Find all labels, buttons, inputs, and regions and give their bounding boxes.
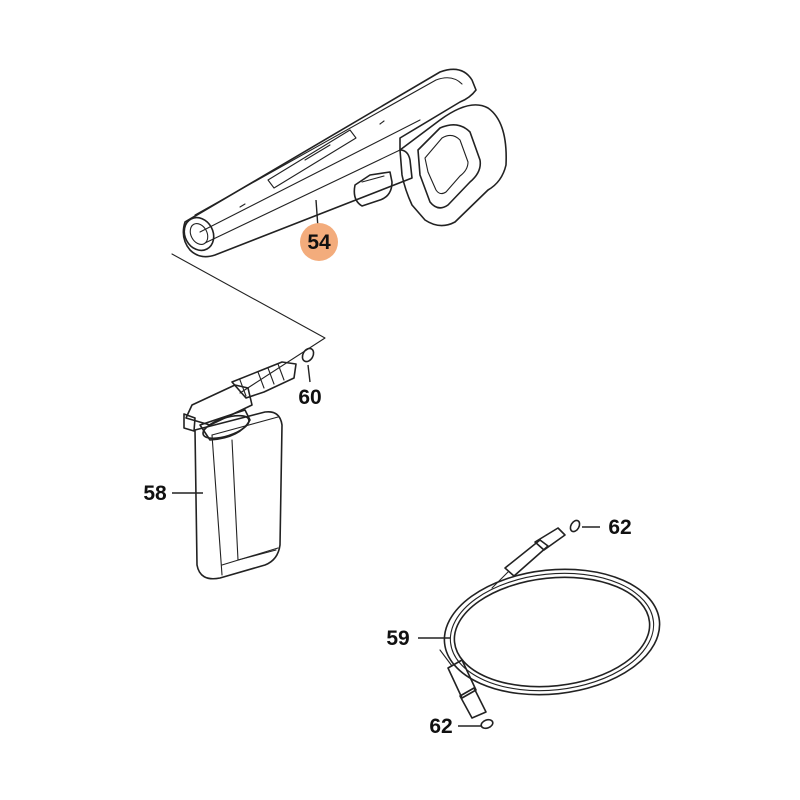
callout-60-label[interactable]: 60 <box>298 386 321 409</box>
callout-54[interactable]: 54 <box>300 223 338 261</box>
callout-59-label[interactable]: 59 <box>386 627 409 650</box>
callout-58-label[interactable]: 58 <box>143 482 167 505</box>
hose <box>418 527 661 719</box>
callout-54-highlight <box>300 223 338 261</box>
oring-62-bottom <box>458 718 494 730</box>
callout-62-top-label[interactable]: 62 <box>608 516 631 539</box>
oring-60 <box>301 347 315 383</box>
callout-54-label: 54 <box>307 231 331 254</box>
assembly-line <box>171 253 326 394</box>
oring-62-top <box>569 519 600 533</box>
foam-bottle <box>172 361 297 580</box>
callout-62-bottom-label[interactable]: 62 <box>429 715 452 738</box>
spray-gun <box>182 68 507 258</box>
